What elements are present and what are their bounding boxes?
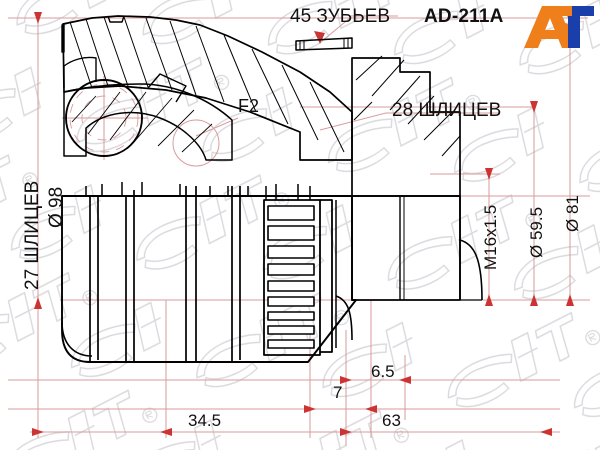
label-callout-f2: F2: [238, 96, 260, 116]
label-diameter-left: Ø 98: [46, 186, 67, 228]
label-splines-left: 27 ШЛИЦЕВ: [22, 180, 43, 290]
dimension-bottom-small-2: 6.5: [371, 362, 395, 381]
label-teeth-top: 45 ЗУБЬЕВ: [290, 6, 391, 27]
dimension-bottom-right-length: 63: [382, 411, 401, 430]
label-diameter-right: Ø 81: [563, 195, 582, 232]
label-thread: M16x1.5: [481, 204, 500, 270]
label-splines-right: 28 ШЛИЦЕВ: [392, 100, 502, 121]
label-part-number: AD-211A: [424, 6, 504, 27]
sat-at-logo: [524, 6, 594, 48]
dimension-bottom-small-1: 7: [333, 383, 343, 402]
label-diameter-mid-right: Ø 59.5: [527, 206, 546, 258]
dimension-bottom-left-length: 34.5: [188, 411, 222, 430]
